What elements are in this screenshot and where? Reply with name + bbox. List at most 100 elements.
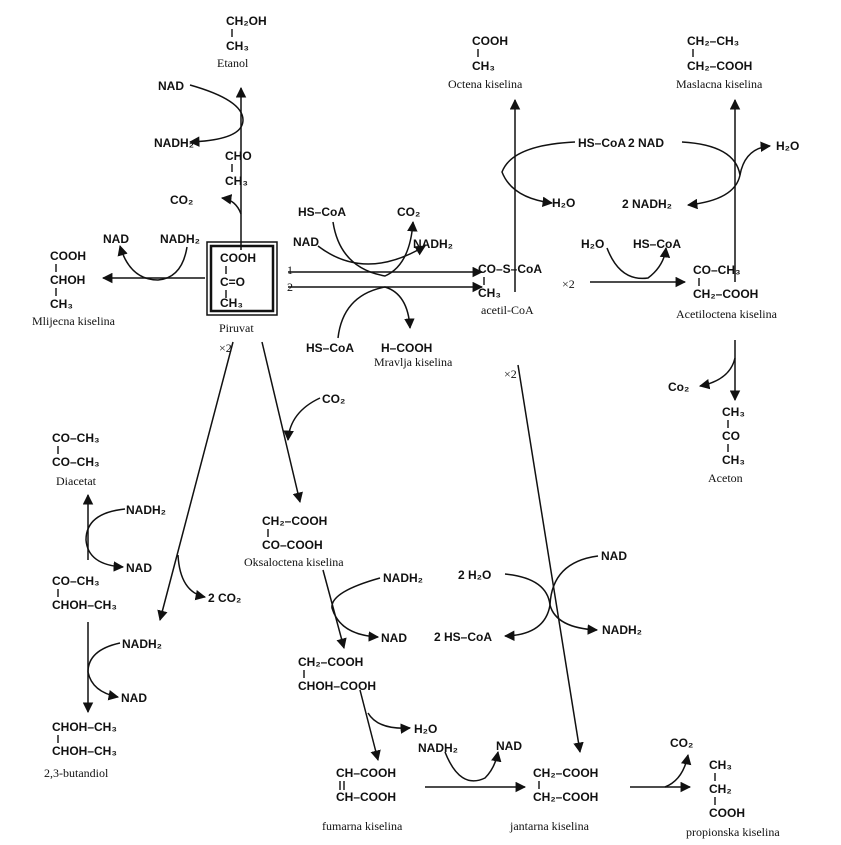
oxaloacetate-co2: CO₂ [322, 392, 345, 406]
label-mravlja: Mravlja kiselina [374, 355, 453, 369]
malate-nadh2: NADH₂ [383, 571, 423, 585]
pyr-hscoa-2: HS–CoA [306, 341, 354, 355]
co2-decarboxylation: CO₂ [170, 193, 193, 207]
compound-acetiloctena: CO–CH₃ CH₂–COOH Acetiloctena kiselina [676, 263, 778, 321]
label-diacetat: Diacetat [56, 474, 97, 488]
formula-propionska-line2: CH₂ [709, 782, 732, 796]
formula-acetaldehid-line1: CHO [225, 149, 252, 163]
label-jantarna: jantarna kiselina [509, 819, 590, 833]
butyrate-2nadh2: 2 NADH₂ [622, 197, 672, 211]
compound-butandiol: CHOH–CH₃ CHOH–CH₃ 2,3-butandiol [44, 720, 117, 780]
formula-fumarna-line1: CH–COOH [336, 766, 396, 780]
succinate-nad: NAD [601, 549, 627, 563]
formula-butandiol-line1: CHOH–CH₃ [52, 720, 117, 734]
succinate-nadh2: NADH₂ [602, 623, 642, 637]
fumarate-nad: NAD [496, 739, 522, 753]
piruvat-box-outer [206, 241, 278, 316]
diacetat-nadh2: NADH₂ [126, 503, 166, 517]
malate-nad: NAD [381, 631, 407, 645]
butyrate-h2o: H₂O [776, 139, 799, 153]
formula-jabucna-line1: CH₂–COOH [298, 655, 363, 669]
formula-jantarna-line2: CH₂–COOH [533, 790, 598, 804]
acetoacetate-hscoa: HS–CoA [633, 237, 681, 251]
label-aceton: Aceton [708, 471, 743, 485]
piruvat-x2: ×2 [219, 341, 232, 355]
formula-oksaloctena-line2: CO–COOH [262, 538, 323, 552]
compound-maslacna: CH₂–CH₃ CH₂–COOH Maslacna kiselina [676, 34, 763, 91]
formula-fumarna-line2: CH–COOH [336, 790, 396, 804]
pyr-nad: NAD [293, 235, 319, 249]
label-fumarna: fumarna kiselina [322, 819, 403, 833]
fumarate-h2o: H₂O [414, 722, 437, 736]
aceton-co2: Co₂ [668, 380, 689, 394]
formula-etanol-line1: CH₂OH [226, 14, 267, 28]
formula-acetiloctena-line2: CH₂–COOH [693, 287, 758, 301]
label-etanol: Etanol [217, 56, 249, 70]
formula-butandiol-line2: CHOH–CH₃ [52, 744, 117, 758]
acetate-hscoa: HS–CoA [578, 136, 626, 150]
label-piruvat: Piruvat [219, 321, 254, 335]
fumarate-nadh2: NADH₂ [418, 741, 458, 755]
acetoin-2co2: 2 CO₂ [208, 591, 241, 605]
compound-jantarna: CH₂–COOH CH₂–COOH jantarna kiselina [509, 766, 598, 833]
compound-etanol: CH₂OH CH₃ Etanol [217, 14, 267, 70]
etanol-nad: NAD [158, 79, 184, 93]
formula-mlijecna-line2: CHOH [50, 273, 85, 287]
butandiol-nadh2: NADH₂ [122, 637, 162, 651]
lactate-nad: NAD [103, 232, 129, 246]
formula-octena-line1: COOH [472, 34, 508, 48]
propionate-co2: CO₂ [670, 736, 693, 750]
formula-maslacna-line2: CH₂–COOH [687, 59, 752, 73]
label-maslacna: Maslacna kiselina [676, 77, 763, 91]
compound-oksaloctena: CH₂–COOH CO–COOH Oksaloctena kiselina [244, 514, 344, 569]
formula-etanol-line2: CH₃ [226, 39, 249, 53]
formula-propionska-line3: COOH [709, 806, 745, 820]
path-2-label: 2 [287, 280, 293, 294]
diacetat-nad: NAD [126, 561, 152, 575]
compound-octena: COOH CH₃ Octena kiselina [448, 34, 523, 91]
label-acetilcoa: acetil-CoA [481, 303, 534, 317]
cofactor-curves [85, 84, 772, 788]
compound-jabucna: CH₂–COOH CHOH–COOH [298, 655, 376, 693]
compound-acetoin: CO–CH₃ CHOH–CH₃ [52, 574, 117, 612]
butyrate-2nad: 2 NAD [628, 136, 664, 150]
formula-mlijecna-line3: CH₃ [50, 297, 73, 311]
compound-diacetat: CO–CH₃ CO–CH₃ Diacetat [52, 431, 100, 488]
lactate-nadh2: NADH₂ [160, 232, 200, 246]
path-1-label: 1 [287, 263, 293, 277]
formula-acetilcoa-line2: CH₃ [478, 286, 501, 300]
label-oksaloctena: Oksaloctena kiselina [244, 555, 344, 569]
pyr-nadh2: NADH₂ [413, 237, 453, 251]
formula-acetaldehid-line2: CH₃ [225, 174, 248, 188]
formula-acetilcoa-line1: CO–S–CoA [478, 262, 542, 276]
compound-fumarna: CH–COOH CH–COOH fumarna kiselina [322, 766, 403, 833]
compound-piruvat: COOH C=O CH₃ Piruvat ×2 [206, 241, 278, 355]
pyr-co2: CO₂ [397, 205, 420, 219]
formula-aceton-line2: CO [722, 429, 740, 443]
acetoacetate-h2o: H₂O [581, 237, 604, 251]
succinate-2hscoa: 2 HS–CoA [434, 630, 492, 644]
acetate-h2o: H₂O [552, 196, 575, 210]
formula-mlijecna-line1: COOH [50, 249, 86, 263]
formula-aceton-line3: CH₃ [722, 453, 745, 467]
compound-propionska: CH₃ CH₂ COOH propionska kiselina [686, 758, 780, 839]
jantarna-x2: ×2 [504, 367, 517, 381]
formula-acetoin-line2: CHOH–CH₃ [52, 598, 117, 612]
formula-acetiloctena-line1: CO–CH₃ [693, 263, 741, 277]
succinate-2h2o: 2 H₂O [458, 568, 491, 582]
formula-octena-line2: CH₃ [472, 59, 495, 73]
label-octena: Octena kiselina [448, 77, 523, 91]
pyr-hscoa: HS–CoA [298, 205, 346, 219]
formula-jantarna-line1: CH₂–COOH [533, 766, 598, 780]
label-acetiloctena: Acetiloctena kiselina [676, 307, 778, 321]
formula-diacetat-line1: CO–CH₃ [52, 431, 100, 445]
formula-propionska-line1: CH₃ [709, 758, 732, 772]
pyr-formate: H–COOH [381, 341, 432, 355]
label-propionska: propionska kiselina [686, 825, 780, 839]
butandiol-nad: NAD [121, 691, 147, 705]
compound-mlijecna: COOH CHOH CH₃ Mlijecna kiselina [32, 249, 116, 328]
formula-aceton-line1: CH₃ [722, 405, 745, 419]
formula-jabucna-line2: CHOH–COOH [298, 679, 376, 693]
piruvat-box-inner [209, 244, 275, 313]
